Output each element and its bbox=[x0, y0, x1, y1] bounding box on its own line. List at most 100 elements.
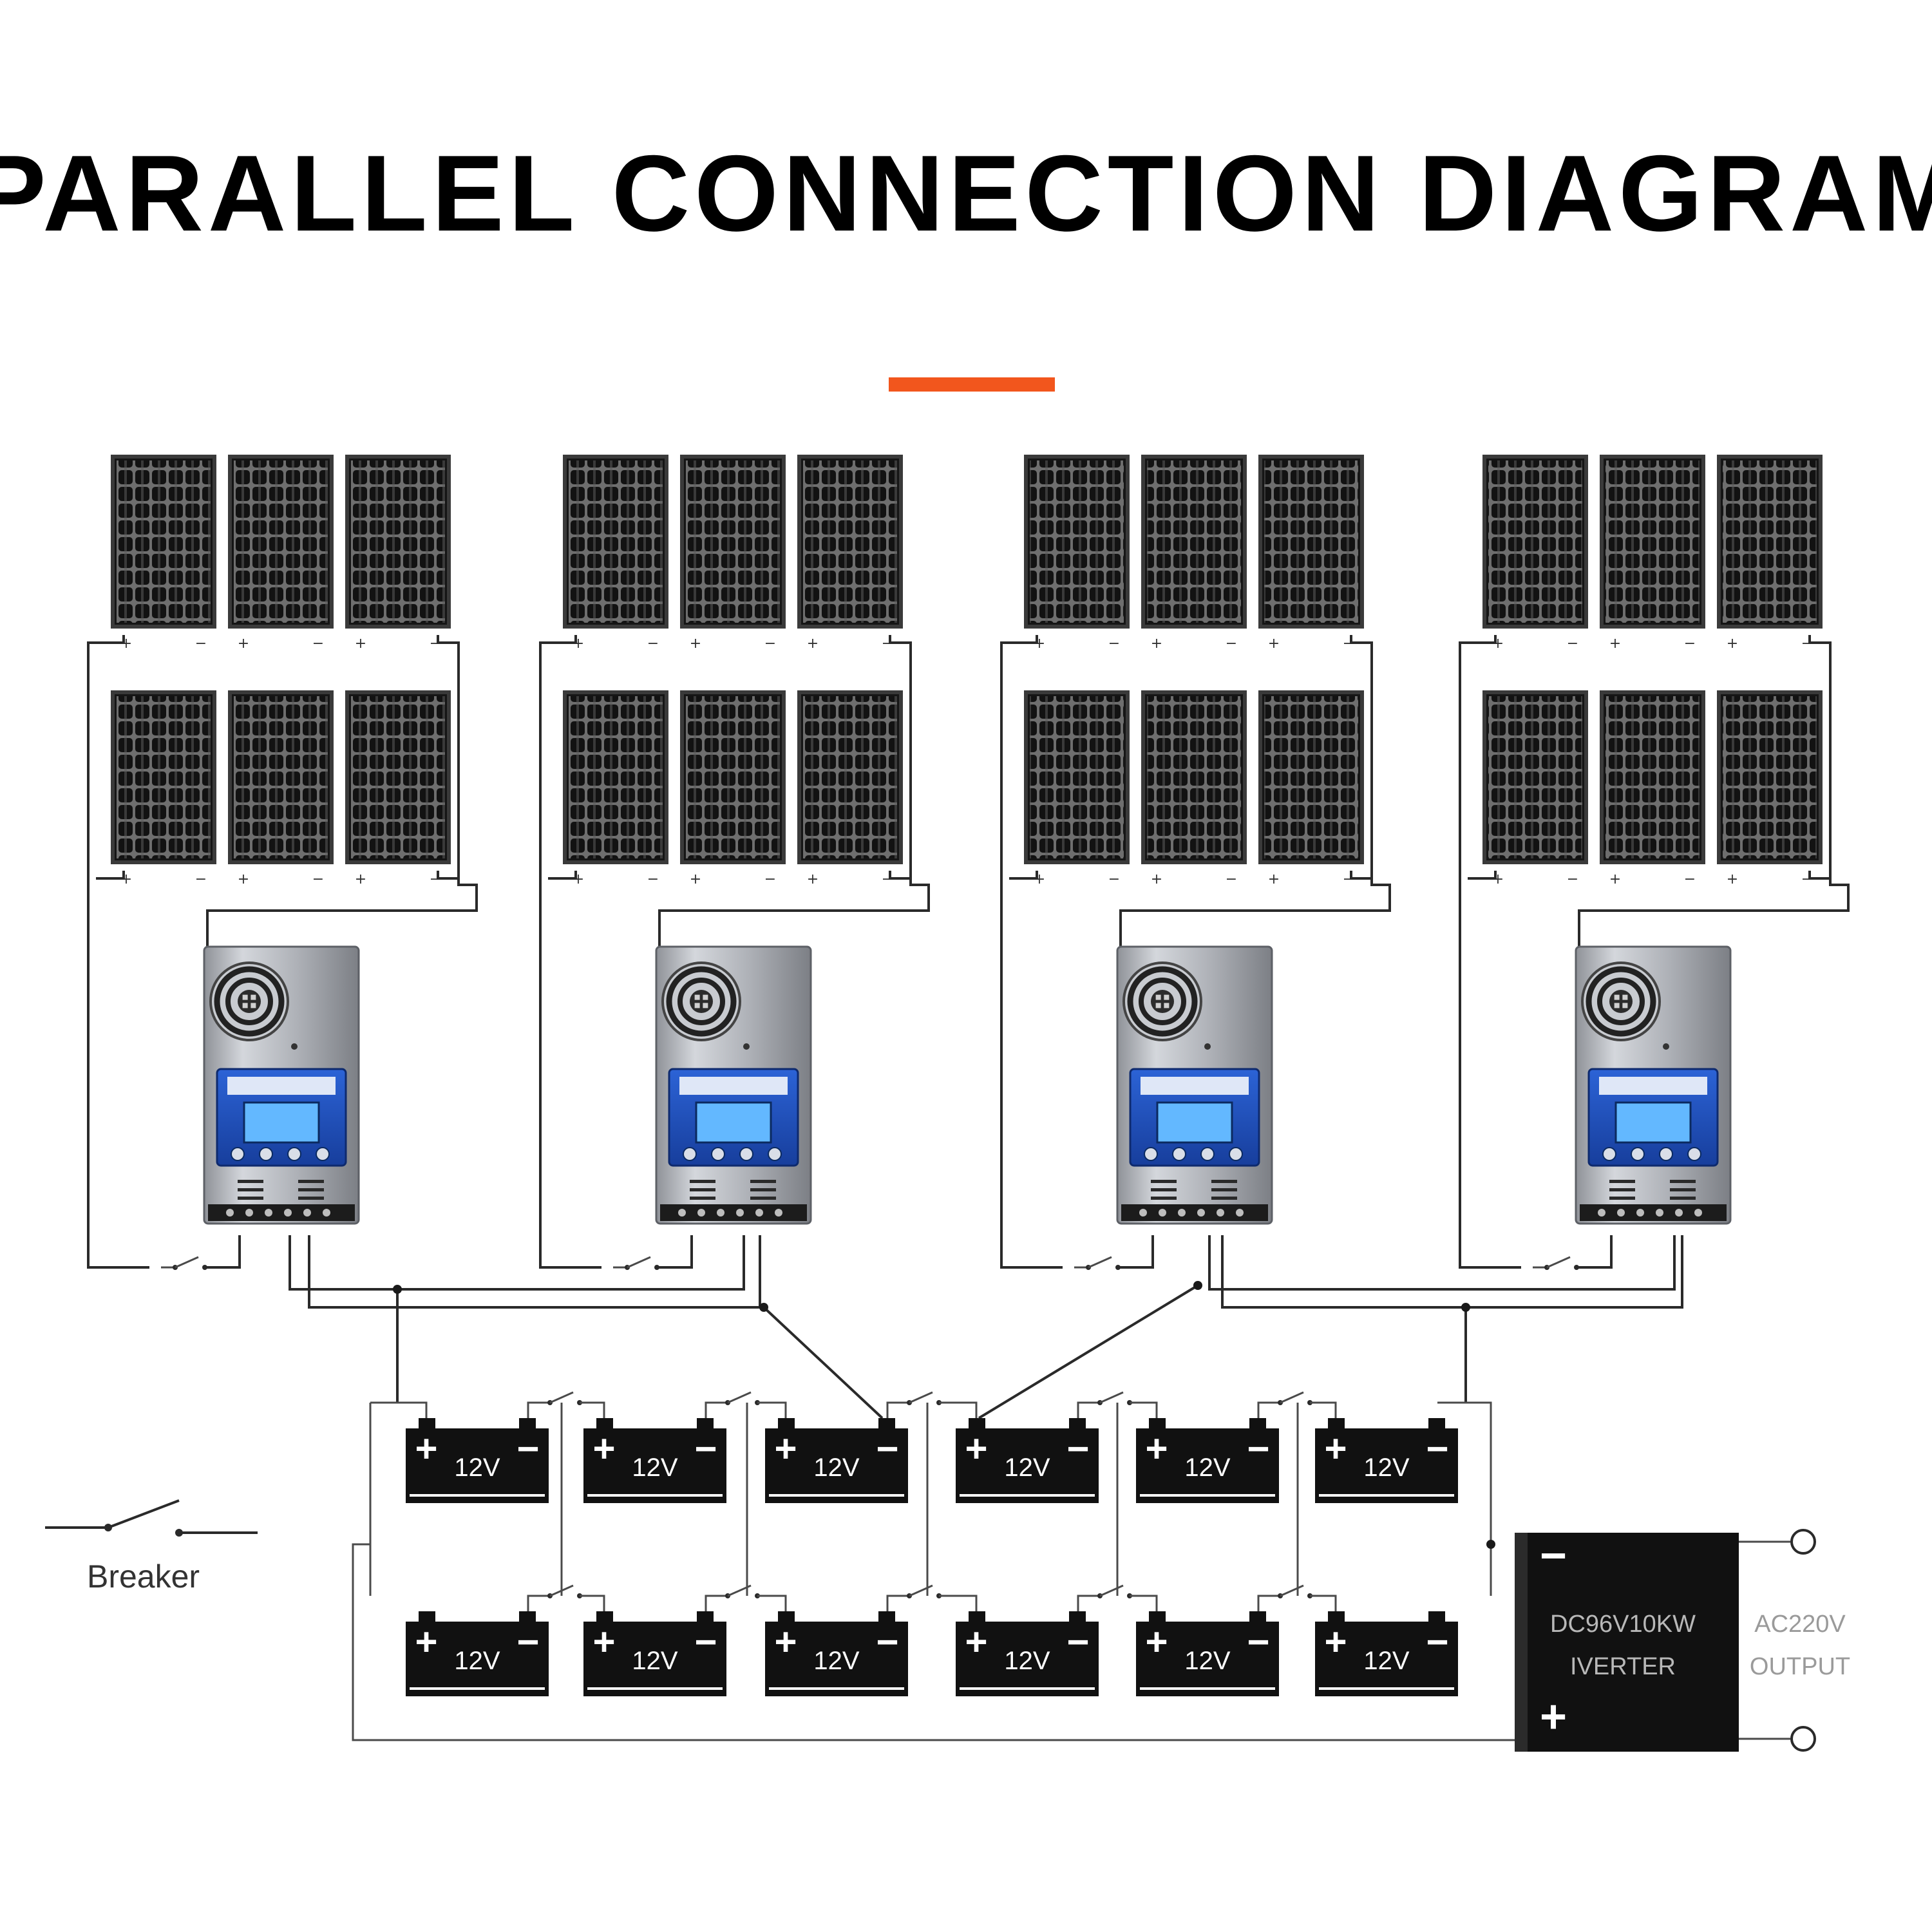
array-row-link bbox=[96, 871, 125, 880]
controller-nameplate bbox=[679, 1077, 788, 1095]
fan-ring bbox=[1127, 966, 1198, 1037]
solar-panel-icon: +− bbox=[680, 690, 786, 887]
controller-nameplate bbox=[227, 1077, 336, 1095]
vent-slot bbox=[1151, 1188, 1177, 1191]
battery-series-link bbox=[757, 1595, 787, 1611]
array-negative-wire bbox=[437, 635, 460, 873]
fan-ring bbox=[677, 978, 725, 1025]
terminal-screw bbox=[265, 1209, 272, 1217]
controller-bus-wire bbox=[1221, 1235, 1683, 1309]
array-positive-wire bbox=[657, 1235, 693, 1269]
indicator-led bbox=[291, 1043, 298, 1050]
junction-dot bbox=[1486, 1540, 1495, 1549]
battery-positive-sign: + bbox=[592, 1620, 615, 1663]
vent-slot bbox=[690, 1188, 715, 1191]
battery-terminal-post bbox=[1328, 1611, 1345, 1623]
controller-nameplate bbox=[1599, 1077, 1707, 1095]
battery-feed-wire bbox=[978, 1284, 1199, 1419]
solar-panel-icon: +− bbox=[1717, 455, 1823, 652]
panel-negative-terminal: − bbox=[1226, 871, 1237, 887]
terminal-screw bbox=[717, 1209, 724, 1217]
solar-panel-icon: +− bbox=[228, 690, 334, 887]
array-to-controller-wire bbox=[1578, 873, 1850, 958]
battery-voltage-label: 12V bbox=[454, 1454, 500, 1482]
battery-body bbox=[406, 1428, 549, 1503]
switch-icon bbox=[1086, 1391, 1132, 1405]
inverter-positive-sign: + bbox=[1540, 1691, 1567, 1743]
panel-cells bbox=[686, 460, 780, 623]
vent-slot bbox=[238, 1188, 263, 1191]
fan-screw bbox=[1155, 1003, 1161, 1009]
panel-positive-terminal: + bbox=[238, 871, 249, 887]
controller-nameplate bbox=[1141, 1077, 1249, 1095]
panel-cells bbox=[1147, 460, 1241, 623]
fan-hub bbox=[690, 990, 713, 1013]
terminal-screw bbox=[1617, 1209, 1625, 1217]
fan-screw bbox=[242, 1003, 248, 1009]
switch-blade bbox=[1280, 1584, 1304, 1597]
switch-blade bbox=[1099, 1584, 1124, 1597]
terminal-screw bbox=[1236, 1209, 1244, 1217]
battery-icon: +−12V bbox=[1315, 1611, 1458, 1696]
switch-blade bbox=[549, 1391, 574, 1404]
vent-slot bbox=[298, 1180, 324, 1183]
switch-icon bbox=[714, 1584, 760, 1598]
controller-bus-wire bbox=[308, 1235, 761, 1309]
panel-cells bbox=[351, 696, 445, 858]
solar-panel-icon: +− bbox=[111, 690, 216, 887]
switch-blade bbox=[909, 1391, 933, 1404]
battery-terminal-post bbox=[878, 1611, 895, 1623]
terminal-screw bbox=[1694, 1209, 1702, 1217]
battery-icon: +−12V bbox=[406, 1418, 549, 1503]
battery-series-link bbox=[886, 1595, 895, 1611]
battery-body bbox=[1136, 1428, 1279, 1503]
controller-button bbox=[1200, 1147, 1215, 1161]
battery-series-link bbox=[1130, 1401, 1158, 1418]
array-row-link bbox=[1350, 871, 1372, 880]
controller-button bbox=[259, 1147, 273, 1161]
battery-terminal-post bbox=[519, 1611, 536, 1623]
indicator-led bbox=[743, 1043, 750, 1050]
solar-panel-icon: +− bbox=[1024, 455, 1130, 652]
battery-negative-sign: − bbox=[516, 1427, 539, 1470]
panel-positive-terminal: + bbox=[355, 871, 366, 887]
fan-hub bbox=[1151, 990, 1174, 1013]
fan-ring bbox=[1139, 978, 1186, 1025]
battery-positive-sign: + bbox=[1145, 1427, 1168, 1470]
battery-terminal-post bbox=[1249, 1611, 1266, 1623]
battery-terminal-post bbox=[1149, 1611, 1166, 1623]
switch-icon bbox=[1074, 1256, 1121, 1270]
panel-negative-terminal: − bbox=[1108, 871, 1120, 887]
fan-screw bbox=[251, 1003, 256, 1009]
panel-cells bbox=[1264, 460, 1358, 623]
battery-series-link bbox=[1257, 1401, 1266, 1418]
panel-negative-terminal: − bbox=[312, 871, 324, 887]
switch-icon bbox=[1533, 1256, 1579, 1270]
battery-base-line bbox=[410, 1687, 545, 1690]
battery-negative-sign: − bbox=[1247, 1427, 1269, 1470]
vent-slot bbox=[1609, 1188, 1635, 1191]
battery-terminal-post bbox=[697, 1611, 714, 1623]
battery-positive-sign: + bbox=[1324, 1427, 1347, 1470]
vent-slot bbox=[1670, 1188, 1696, 1191]
controller-button bbox=[1631, 1147, 1645, 1161]
battery-icon: +−12V bbox=[765, 1418, 908, 1503]
vent-slot bbox=[750, 1180, 776, 1183]
inverter-name-label: IVERTER bbox=[1570, 1653, 1676, 1680]
panel-cells bbox=[1605, 696, 1700, 858]
charge-controller-icon bbox=[203, 945, 360, 1225]
solar-array: +−+−+−+−+−+− bbox=[1000, 455, 1391, 1270]
fan-hub bbox=[1609, 990, 1633, 1013]
switch-blade bbox=[727, 1391, 752, 1404]
battery-voltage-label: 12V bbox=[454, 1647, 500, 1675]
battery-body bbox=[1136, 1622, 1279, 1696]
battery-negative-sign: − bbox=[1066, 1427, 1089, 1470]
panel-positive-terminal: + bbox=[1609, 871, 1621, 887]
panel-cells bbox=[1605, 460, 1700, 623]
controller-button bbox=[1687, 1147, 1701, 1161]
battery-voltage-label: 12V bbox=[813, 1454, 859, 1482]
ac-output-voltage-label: AC220V bbox=[1754, 1611, 1846, 1638]
switch-icon bbox=[1266, 1391, 1312, 1405]
battery-voltage-label: 12V bbox=[813, 1647, 859, 1675]
